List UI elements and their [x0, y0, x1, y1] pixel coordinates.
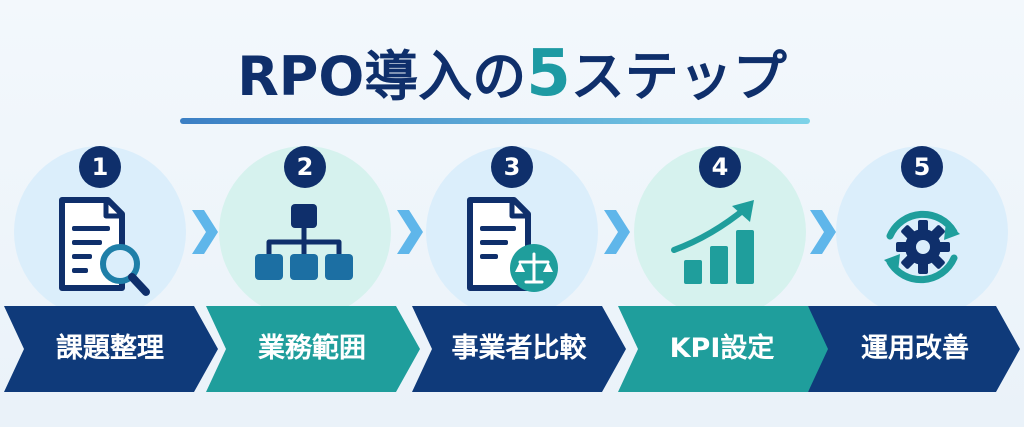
page-title: RPO導入の5ステップ	[0, 34, 1024, 114]
chevron-2-icon	[397, 210, 423, 254]
step-2-label: 業務範囲	[258, 333, 366, 364]
step-3-banner	[412, 306, 626, 392]
step-1-badge: 1	[79, 146, 121, 188]
step-2-banner	[206, 306, 420, 392]
chevron-1-icon	[192, 210, 218, 254]
chevron-3-icon	[604, 210, 630, 254]
gear-cycle-icon	[884, 210, 960, 284]
step-2-badge: 2	[284, 146, 326, 188]
title-suffix: ステップ	[570, 45, 787, 108]
step-3-badge: 3	[491, 146, 533, 188]
chevron-4-icon	[810, 210, 836, 254]
step-1-label: 課題整理	[56, 333, 164, 364]
step-5-banner	[808, 306, 1020, 392]
step-5-badge: 5	[901, 146, 943, 188]
title-underline	[180, 118, 810, 124]
document-scale-icon	[467, 197, 558, 292]
title-number: 5	[526, 37, 571, 111]
growth-chart-icon	[671, 200, 754, 284]
document-search-icon	[59, 197, 150, 296]
step-1-banner	[4, 306, 218, 392]
step-4-badge: 4	[699, 146, 741, 188]
title-prefix: RPO導入の	[237, 45, 527, 108]
org-chart-icon	[255, 204, 353, 280]
step-5-label: 運用改善	[861, 333, 969, 364]
step-4-banner	[618, 306, 832, 392]
step-4-label: KPI設定	[669, 333, 775, 364]
step-3-label: 事業者比較	[451, 333, 587, 364]
